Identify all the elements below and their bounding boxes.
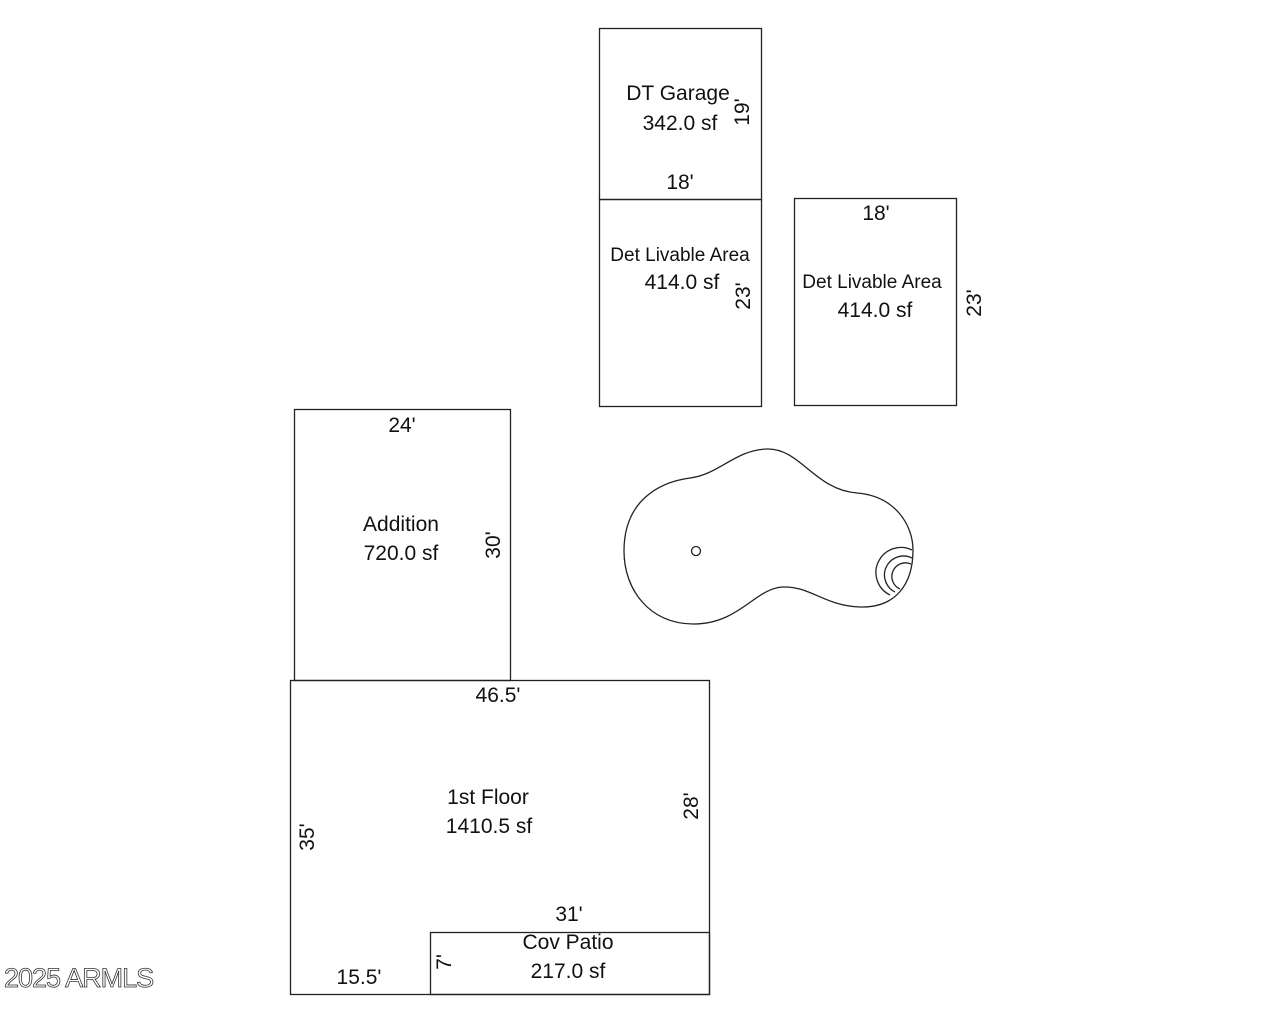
room-dt-garage: DT Garage 342.0 sf 18' 19' [598, 27, 763, 201]
patio-area: 217.0 sf [531, 960, 606, 983]
first-floor-bottom-width: 15.5' [337, 966, 382, 989]
garage-width: 18' [666, 171, 693, 194]
addition-width: 24' [388, 414, 415, 437]
watermark: 2025 ARMLS [4, 963, 153, 993]
first-floor-right-depth: 28' [680, 792, 703, 819]
addition-area: 720.0 sf [364, 542, 439, 565]
livable2-depth: 23' [963, 289, 986, 316]
livable2-width: 18' [862, 202, 889, 225]
first-floor-name: 1st Floor [447, 786, 529, 809]
livable1-area: 414.0 sf [645, 271, 720, 294]
room-det-livable-2: 18' Det Livable Area 414.0 sf 23' [793, 197, 986, 407]
room-1st-floor: 46.5' 1st Floor 1410.5 sf 28' 35' 15.5' [289, 679, 711, 996]
addition-name: Addition [363, 513, 439, 536]
garage-name: DT Garage [626, 82, 730, 105]
livable1-depth: 23' [732, 282, 755, 309]
garage-depth: 19' [731, 98, 754, 125]
first-floor-width: 46.5' [476, 684, 521, 707]
addition-depth: 30' [482, 531, 505, 558]
livable2-area: 414.0 sf [838, 299, 913, 322]
patio-width: 31' [555, 903, 582, 926]
room-addition: 24' Addition 720.0 sf 30' [293, 408, 512, 682]
room-cov-patio: 31' Cov Patio 217.0 sf 7' [429, 903, 711, 996]
pool-icon [623, 448, 914, 625]
livable2-name: Det Livable Area [802, 272, 942, 293]
patio-name: Cov Patio [522, 931, 613, 954]
first-floor-area: 1410.5 sf [446, 815, 533, 838]
livable1-name: Det Livable Area [610, 245, 750, 266]
garage-area: 342.0 sf [643, 112, 718, 135]
first-floor-left-depth: 35' [296, 823, 319, 850]
room-det-livable-1: Det Livable Area 414.0 sf 23' [598, 198, 763, 408]
patio-depth: 7' [433, 954, 456, 970]
